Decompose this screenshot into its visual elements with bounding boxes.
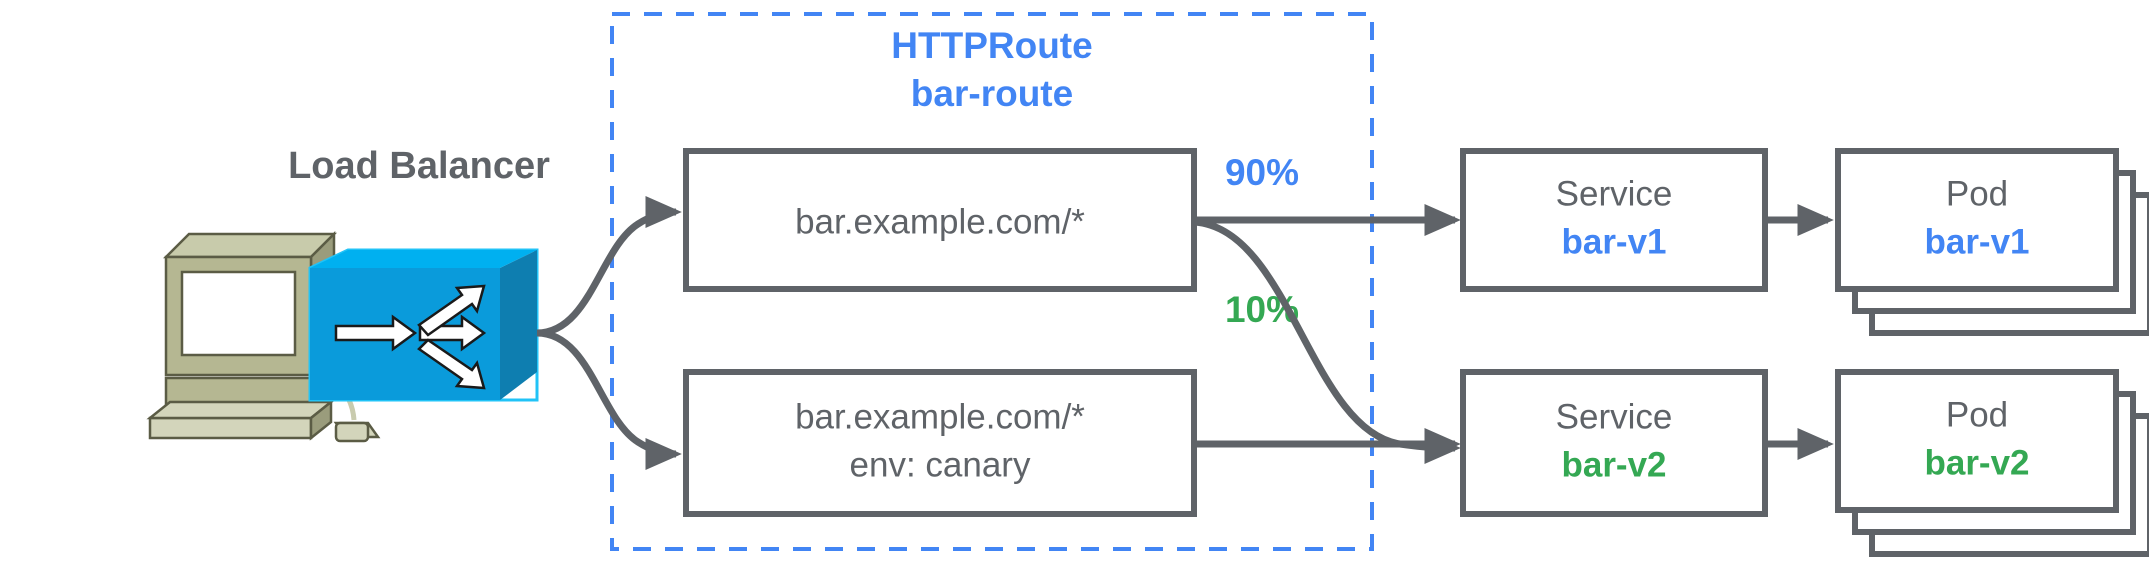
rule-2-match-line1: bar.example.com/* <box>795 397 1085 436</box>
httproute-region-boundary <box>610 12 1374 551</box>
load-balancer-label: Load Balancer <box>288 145 550 187</box>
rule-box-1[interactable]: bar.example.com/* <box>683 148 1197 292</box>
pod-stack-bar-v2[interactable]: Pod bar-v2 <box>1835 369 2149 557</box>
weight-label-90: 90% <box>1225 152 1299 193</box>
pod-stack-bar-v1[interactable]: Pod bar-v1 <box>1835 148 2149 336</box>
service-box-bar-v1[interactable]: Service bar-v1 <box>1460 148 1768 292</box>
rule-box-2[interactable]: bar.example.com/* env: canary <box>683 369 1197 517</box>
pod-bar-v2-stack-layer-1 <box>1835 369 2119 513</box>
service-bar-v1-kind: Service <box>1556 174 1673 213</box>
service-bar-v2-kind: Service <box>1556 397 1673 436</box>
service-bar-v2-name: bar-v2 <box>1561 445 1666 484</box>
arrow-lb-to-rule-1 <box>536 195 682 337</box>
pod-bar-v2-name: bar-v2 <box>1924 443 2029 482</box>
rule-2-match-line2: env: canary <box>850 445 1031 484</box>
arrow-rule1-to-service-bar-v2 <box>1193 218 1461 465</box>
httproute-name-label: bar-route <box>911 73 1073 114</box>
arrow-lb-to-rule-2 <box>536 329 682 471</box>
pod-bar-v1-kind: Pod <box>1946 174 2008 213</box>
load-balancer-switch-icon <box>308 248 539 402</box>
rule-1-match-line1: bar.example.com/* <box>795 202 1085 241</box>
service-box-bar-v2[interactable]: Service bar-v2 <box>1460 369 1768 517</box>
pod-bar-v1-name: bar-v1 <box>1924 222 2029 261</box>
pod-bar-v1-stack-layer-1 <box>1835 148 2119 292</box>
pod-bar-v2-kind: Pod <box>1946 395 2008 434</box>
httproute-kind-label: HTTPRoute <box>891 25 1092 66</box>
service-bar-v1-name: bar-v1 <box>1561 222 1666 261</box>
